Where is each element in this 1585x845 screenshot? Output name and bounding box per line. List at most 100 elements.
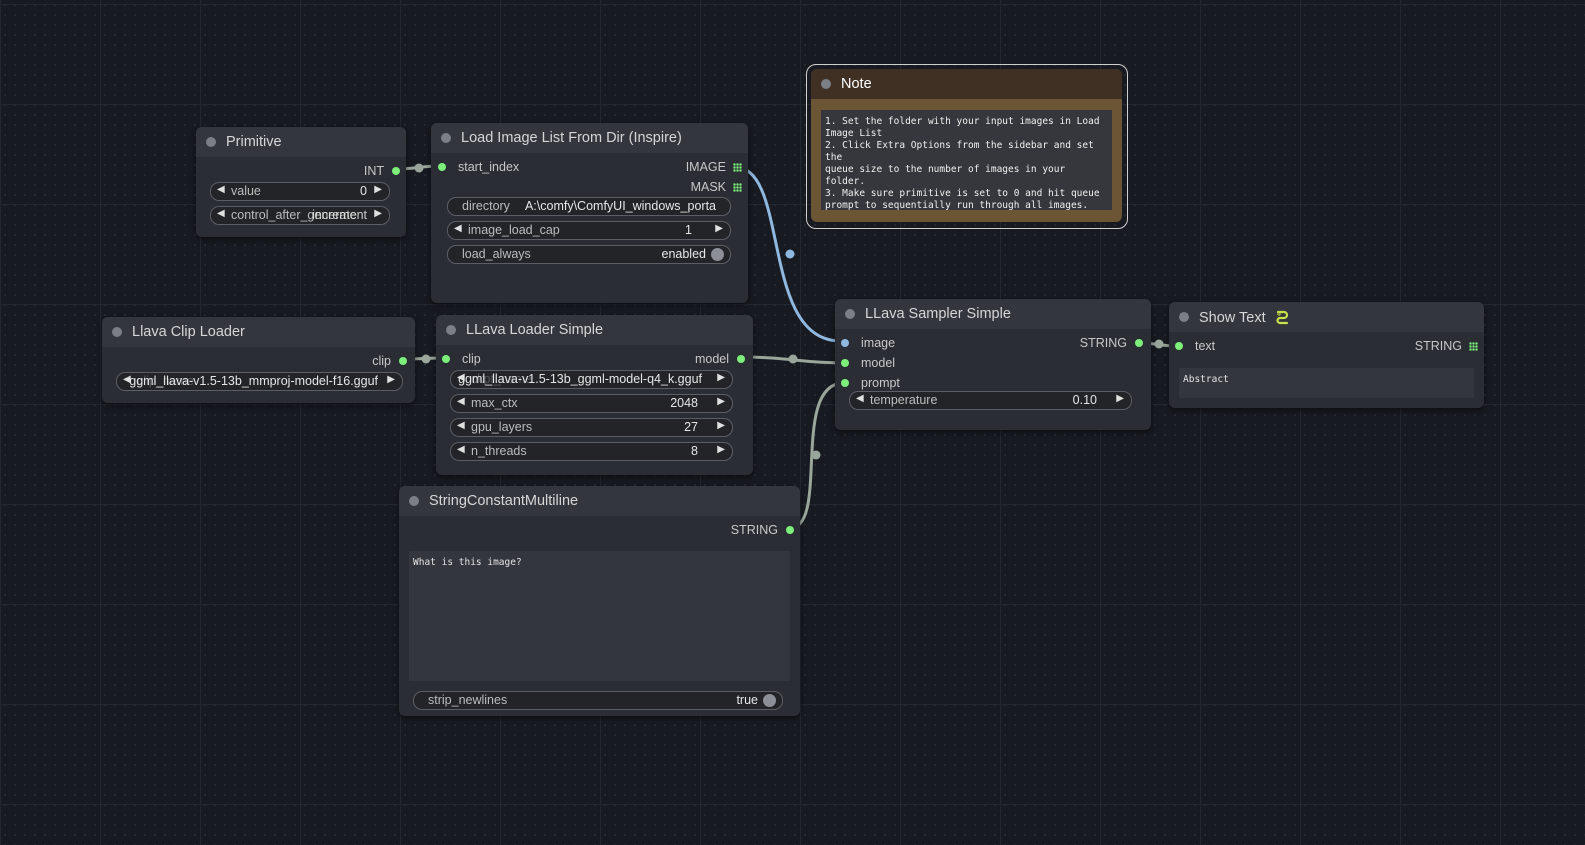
increment-arrow-icon[interactable]: ▶ bbox=[715, 223, 723, 234]
increment-arrow-icon[interactable]: ▶ bbox=[374, 208, 382, 219]
collapse-dot-icon[interactable] bbox=[409, 496, 419, 506]
output-grid-pin-icon[interactable] bbox=[733, 163, 742, 172]
output-pin-icon[interactable] bbox=[399, 357, 407, 365]
input-text[interactable]: text bbox=[1175, 339, 1215, 353]
output-pin-icon[interactable] bbox=[392, 167, 400, 175]
output-label: INT bbox=[363, 164, 384, 178]
output-clip[interactable]: clip bbox=[372, 354, 407, 368]
link-model-to-sampler[interactable] bbox=[739, 355, 845, 365]
output-pin-icon[interactable] bbox=[786, 526, 794, 534]
max-ctx-widget[interactable]: ◀ max_ctx 2048 ▶ bbox=[450, 394, 733, 413]
input-prompt[interactable]: prompt bbox=[841, 376, 900, 390]
toggle-knob-icon[interactable] bbox=[763, 694, 776, 707]
show-text-node[interactable]: Show Text text STRING Abstract bbox=[1169, 302, 1484, 408]
link-midpoint[interactable] bbox=[788, 354, 798, 364]
input-pin-icon[interactable] bbox=[1175, 342, 1183, 350]
show-text-textarea[interactable]: Abstract bbox=[1179, 368, 1474, 398]
collapse-dot-icon[interactable] bbox=[206, 137, 216, 147]
increment-arrow-icon[interactable]: ▶ bbox=[387, 374, 395, 385]
widget-label: max_ctx bbox=[471, 396, 518, 410]
primitive-node[interactable]: Primitive INT ◀ value 0 ▶ ◀ control_afte… bbox=[196, 127, 406, 237]
output-int[interactable]: INT bbox=[364, 164, 400, 178]
value-widget[interactable]: ◀ value 0 ▶ bbox=[210, 182, 390, 201]
link-midpoint[interactable] bbox=[421, 354, 431, 364]
string-constant-multiline-node[interactable]: StringConstantMultiline STRING What is t… bbox=[399, 486, 800, 716]
node-header[interactable]: LLava Sampler Simple bbox=[835, 299, 1151, 329]
widget-label: directory bbox=[462, 199, 510, 213]
input-image[interactable]: image bbox=[841, 336, 895, 350]
collapse-dot-icon[interactable] bbox=[821, 79, 831, 89]
collapse-dot-icon[interactable] bbox=[112, 327, 122, 337]
ckpt-name-combo[interactable]: ◀ ckpt_name ggml_llava-v1.5-13b_ggml-mod… bbox=[450, 370, 733, 389]
output-mask[interactable]: MASK bbox=[691, 180, 742, 194]
temperature-widget[interactable]: ◀ temperature 0.10 ▶ bbox=[849, 391, 1132, 410]
node-header[interactable]: StringConstantMultiline bbox=[399, 486, 800, 516]
input-label: image bbox=[861, 336, 896, 350]
decrement-arrow-icon[interactable]: ◀ bbox=[856, 393, 864, 404]
output-grid-pin-icon[interactable] bbox=[1469, 342, 1478, 351]
decrement-arrow-icon[interactable]: ◀ bbox=[123, 374, 131, 385]
widget-label: n_threads bbox=[471, 444, 527, 458]
decrement-arrow-icon[interactable]: ◀ bbox=[457, 420, 465, 431]
input-pin-icon[interactable] bbox=[442, 355, 450, 363]
output-string[interactable]: STRING bbox=[731, 523, 794, 537]
node-header[interactable]: Llava Clip Loader bbox=[102, 317, 415, 347]
load-image-list-node[interactable]: Load Image List From Dir (Inspire) start… bbox=[431, 123, 748, 303]
node-header[interactable]: Load Image List From Dir (Inspire) bbox=[431, 123, 748, 153]
collapse-dot-icon[interactable] bbox=[1179, 312, 1189, 322]
input-pin-icon[interactable] bbox=[438, 163, 446, 171]
output-string[interactable]: STRING bbox=[1415, 339, 1478, 353]
decrement-arrow-icon[interactable]: ◀ bbox=[217, 184, 225, 195]
link-midpoint[interactable] bbox=[811, 450, 821, 460]
input-clip[interactable]: clip bbox=[442, 352, 481, 366]
output-model[interactable]: model bbox=[695, 352, 745, 366]
collapse-dot-icon[interactable] bbox=[845, 309, 855, 319]
node-header[interactable]: Note bbox=[811, 69, 1122, 99]
toggle-knob-icon[interactable] bbox=[711, 248, 724, 261]
input-pin-icon[interactable] bbox=[841, 379, 849, 387]
increment-arrow-icon[interactable]: ▶ bbox=[374, 184, 382, 195]
gpu-layers-widget[interactable]: ◀ gpu_layers 27 ▶ bbox=[450, 418, 733, 437]
decrement-arrow-icon[interactable]: ◀ bbox=[457, 372, 465, 383]
input-pin-icon[interactable] bbox=[841, 359, 849, 367]
output-pin-icon[interactable] bbox=[737, 355, 745, 363]
n-threads-widget[interactable]: ◀ n_threads 8 ▶ bbox=[450, 442, 733, 461]
directory-widget[interactable]: directory A:\comfy\ComfyUI_windows_porta bbox=[447, 197, 731, 216]
note-node[interactable]: Note 1. Set the folder with your input i… bbox=[811, 69, 1122, 222]
clip-name-combo[interactable]: ◀ clip_name ggml_llava-v1.5-13b_mmproj-m… bbox=[116, 372, 403, 391]
strip-newlines-toggle[interactable]: strip_newlines true bbox=[413, 691, 783, 710]
decrement-arrow-icon[interactable]: ◀ bbox=[457, 444, 465, 455]
collapse-dot-icon[interactable] bbox=[441, 133, 451, 143]
link-midpoint[interactable] bbox=[1154, 339, 1164, 349]
increment-arrow-icon[interactable]: ▶ bbox=[717, 420, 725, 431]
node-header[interactable]: Primitive bbox=[196, 127, 406, 157]
load-always-toggle[interactable]: load_always enabled bbox=[447, 245, 731, 264]
link-midpoint[interactable] bbox=[785, 249, 795, 259]
link-midpoint[interactable] bbox=[414, 163, 424, 173]
collapse-dot-icon[interactable] bbox=[446, 325, 456, 335]
llava-loader-simple-node[interactable]: LLava Loader Simple clip model ◀ ckpt_na… bbox=[436, 315, 753, 475]
increment-arrow-icon[interactable]: ▶ bbox=[717, 372, 725, 383]
increment-arrow-icon[interactable]: ▶ bbox=[1116, 393, 1124, 404]
node-header[interactable]: LLava Loader Simple bbox=[436, 315, 753, 345]
llava-sampler-simple-node[interactable]: LLava Sampler Simple image model prompt … bbox=[835, 299, 1151, 430]
increment-arrow-icon[interactable]: ▶ bbox=[717, 396, 725, 407]
input-model[interactable]: model bbox=[841, 356, 895, 370]
note-selection-frame bbox=[806, 64, 1128, 229]
llava-clip-loader-node[interactable]: Llava Clip Loader clip ◀ clip_name ggml_… bbox=[102, 317, 415, 403]
control-after-generate-widget[interactable]: ◀ control_after_generate increment ▶ bbox=[210, 206, 390, 225]
output-pin-icon[interactable] bbox=[1135, 339, 1143, 347]
decrement-arrow-icon[interactable]: ◀ bbox=[454, 223, 462, 234]
output-string[interactable]: STRING bbox=[1080, 336, 1143, 350]
decrement-arrow-icon[interactable]: ◀ bbox=[217, 208, 225, 219]
input-pin-icon[interactable] bbox=[841, 339, 849, 347]
string-textarea[interactable]: What is this image? bbox=[409, 551, 790, 681]
increment-arrow-icon[interactable]: ▶ bbox=[717, 444, 725, 455]
image-load-cap-widget[interactable]: ◀ image_load_cap 1 ▶ bbox=[447, 221, 731, 240]
note-textarea[interactable]: 1. Set the folder with your input images… bbox=[821, 110, 1112, 210]
decrement-arrow-icon[interactable]: ◀ bbox=[457, 396, 465, 407]
node-header[interactable]: Show Text bbox=[1169, 302, 1484, 332]
output-image[interactable]: IMAGE bbox=[686, 160, 742, 174]
input-start-index[interactable]: start_index bbox=[438, 160, 519, 174]
output-grid-pin-icon[interactable] bbox=[733, 183, 742, 192]
